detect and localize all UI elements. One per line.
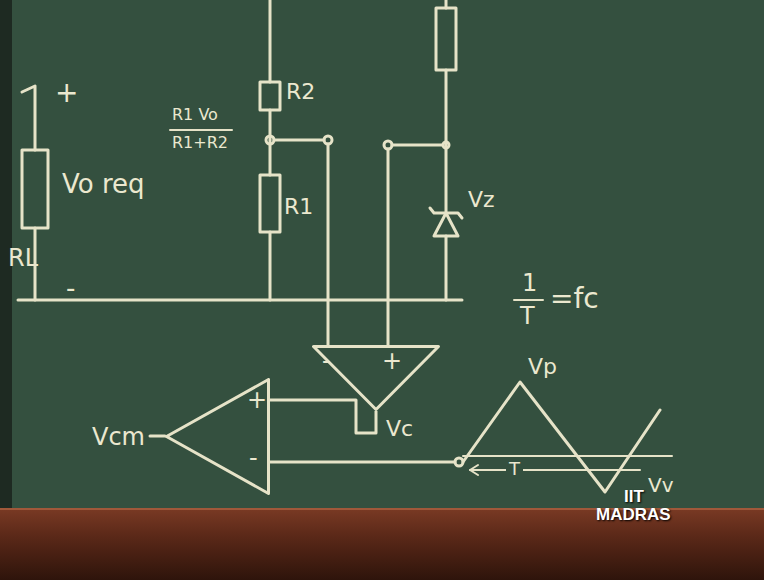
opamp-symbol: +- (165, 378, 270, 495)
input-sign: + (382, 349, 402, 373)
terminal-sign: - (66, 274, 75, 303)
opamp-outline (312, 345, 440, 411)
resistor-name: R1 (284, 195, 313, 219)
watermark: IIT (624, 488, 644, 507)
formula-numerator: 1 (522, 270, 537, 296)
signal-name: Vv (648, 474, 674, 496)
terminal-sign: + (55, 78, 78, 109)
signal-name: Vc (386, 417, 413, 441)
signal-name: Vp (528, 355, 557, 379)
resistor-name: RL (8, 245, 38, 271)
input-sign: - (322, 349, 331, 373)
opamp-symbol: -+ (312, 345, 440, 411)
resistor-name: R2 (286, 80, 315, 104)
formula-denominator: T (520, 303, 535, 329)
period-label: T (506, 459, 523, 479)
watermark: MADRAS (596, 506, 671, 525)
voltage-name: Vo req (62, 170, 145, 199)
formula-numerator: R1 Vo (172, 106, 218, 124)
signal-name: Vcm (92, 424, 145, 450)
input-sign: - (249, 446, 258, 470)
input-sign: + (247, 388, 267, 412)
formula-text: =fc (550, 284, 599, 315)
signal-wire (270, 400, 376, 433)
voltage-name: Vz (468, 188, 495, 212)
formula-denominator: R1+R2 (172, 134, 228, 152)
